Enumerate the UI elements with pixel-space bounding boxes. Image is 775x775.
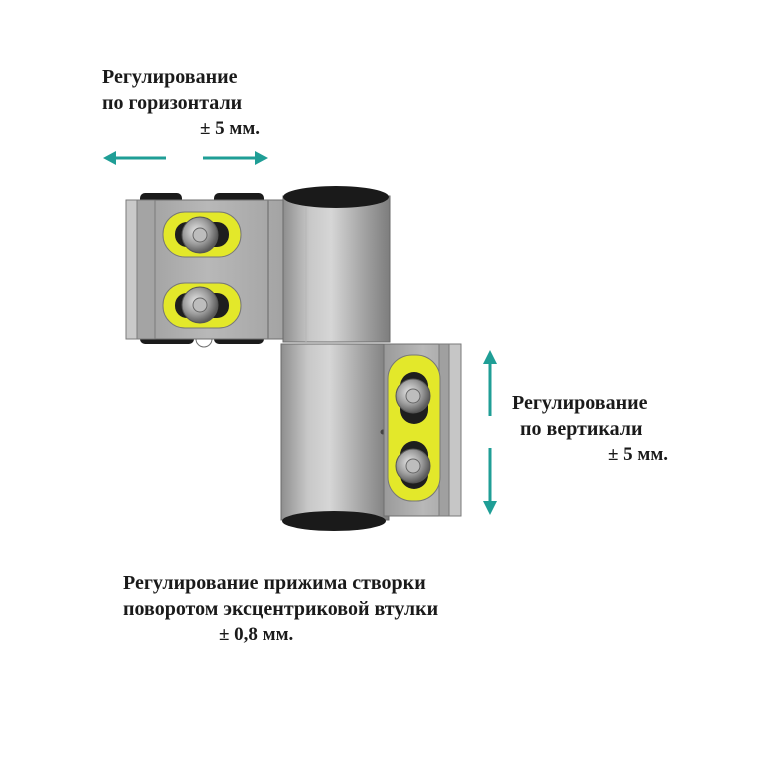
arrow-left [103,151,166,165]
lower-barrel [280,343,390,531]
clamp-adjustment-caption: Регулирование прижима створки поворотом … [123,570,438,648]
horizontal-caption-line-2: по горизонтали [102,92,243,114]
clamp-caption-line-2: поворотом эксцентриковой втулки [123,598,439,620]
vertical-caption-line-1: Регулирование [512,392,648,414]
upper-screw-2 [162,282,242,329]
clamp-caption-tolerance: ± 0,8 мм. [219,624,294,645]
horizontal-caption-tolerance: ± 5 мм. [200,118,261,139]
arrow-up [483,350,497,416]
clamp-caption-line-1: Регулирование прижима створки [123,572,426,594]
vertical-arrows [483,350,497,515]
horizontal-caption-line-1: Регулирование [102,66,238,88]
vertical-caption-line-2: по вертикали [520,418,643,440]
upper-barrel [282,186,391,343]
lower-screw-1 [395,378,431,414]
arrow-down [483,448,497,515]
horizontal-arrows [103,151,268,165]
horizontal-adjustment-caption: Регулирование по горизонтали ± 5 мм. [98,64,260,142]
upper-screw-1 [162,211,242,258]
lower-screw-2 [395,448,431,484]
lower-screws [387,354,441,502]
arrow-right [203,151,268,165]
vertical-caption-tolerance: ± 5 мм. [608,444,669,465]
vertical-adjustment-caption: Регулирование по вертикали ± 5 мм. [512,390,668,468]
